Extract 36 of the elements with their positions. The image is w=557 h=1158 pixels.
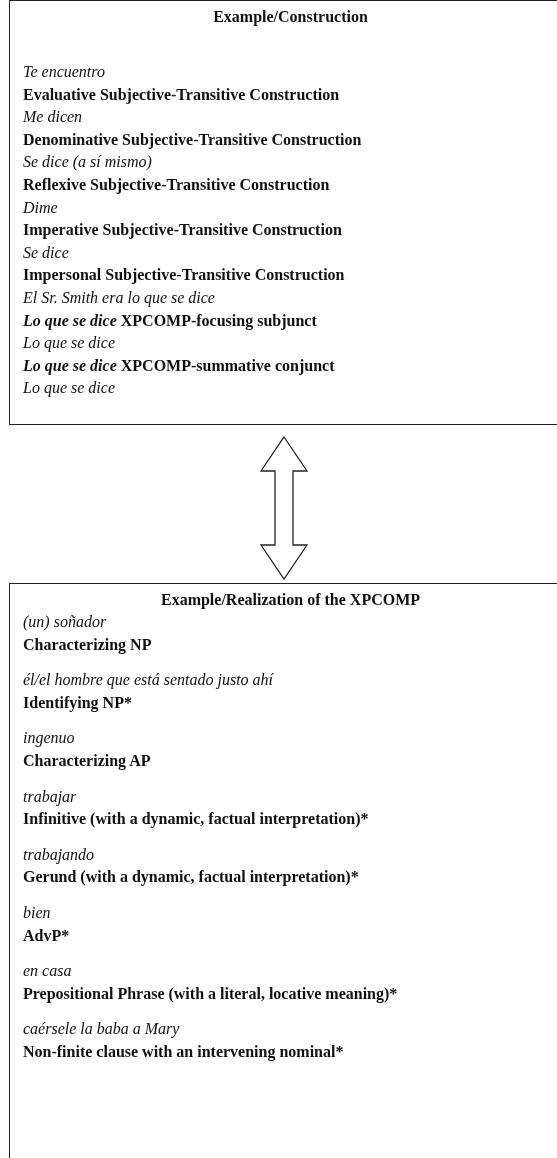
construction-label: AdvP* [23, 925, 71, 946]
example-text: trabajando [23, 844, 96, 866]
example-text: él/el hombre que está sentado justo ahí [23, 670, 275, 691]
example-text: El Sr. Smith era lo que se dice [23, 287, 216, 309]
example-text: Dime [23, 197, 59, 218]
construction-label: Non-finite clause with an intervening nominal* [23, 1041, 345, 1063]
construction-label: Denominative Subjective-Transitive Construction [23, 129, 363, 151]
panel-heading: Example/Realization of the XPCOMP [159, 590, 422, 611]
example-text: en casa [23, 961, 73, 982]
construction-label: Gerund (with a dynamic, factual interpretation)* [23, 867, 360, 888]
example-text: bien [23, 902, 52, 923]
construction-label: Impersonal Subjective-Transitive Construction [23, 265, 346, 286]
example-text: ingenuo [23, 728, 76, 749]
construction-label: Prepositional Phrase (with a literal, locative meaning)* [23, 983, 399, 1005]
construction-label: Infinitive (with a dynamic, factual interpretation)* [23, 809, 370, 830]
construction-label: Characterizing NP [23, 634, 153, 656]
construction-label: Characterizing AP [23, 750, 152, 772]
example-text: Me dicen [23, 107, 84, 128]
example-text: caérsele la baba a Mary [23, 1019, 181, 1040]
example-text: Lo que se dice [23, 333, 116, 354]
construction-label: Imperative Subjective-Transitive Construction [23, 220, 343, 241]
construction-label: Identifying NP* [23, 692, 133, 714]
example-text: Te encuentro [23, 62, 106, 82]
example-text: trabajar [23, 786, 78, 808]
construction-label: Lo que se dice XPCOMP-focusing subjunct [23, 310, 318, 332]
construction-label: Reflexive Subjective-Transitive Construction [23, 174, 331, 196]
text-panel [9, 0, 557, 425]
construction-label: Lo que se dice XPCOMP-summative conjunct [23, 355, 336, 377]
example-text: Se dice (a sí mismo) [23, 152, 153, 173]
example-text: Lo que se dice [23, 378, 116, 399]
double-arrow [259, 435, 309, 581]
text-panel [9, 583, 557, 1158]
example-text: Se dice [23, 242, 70, 263]
panel-heading: Example/Construction [212, 7, 369, 28]
example-text: (un) soñador [23, 612, 108, 633]
construction-label: Evaluative Subjective-Transitive Construction [23, 84, 341, 106]
